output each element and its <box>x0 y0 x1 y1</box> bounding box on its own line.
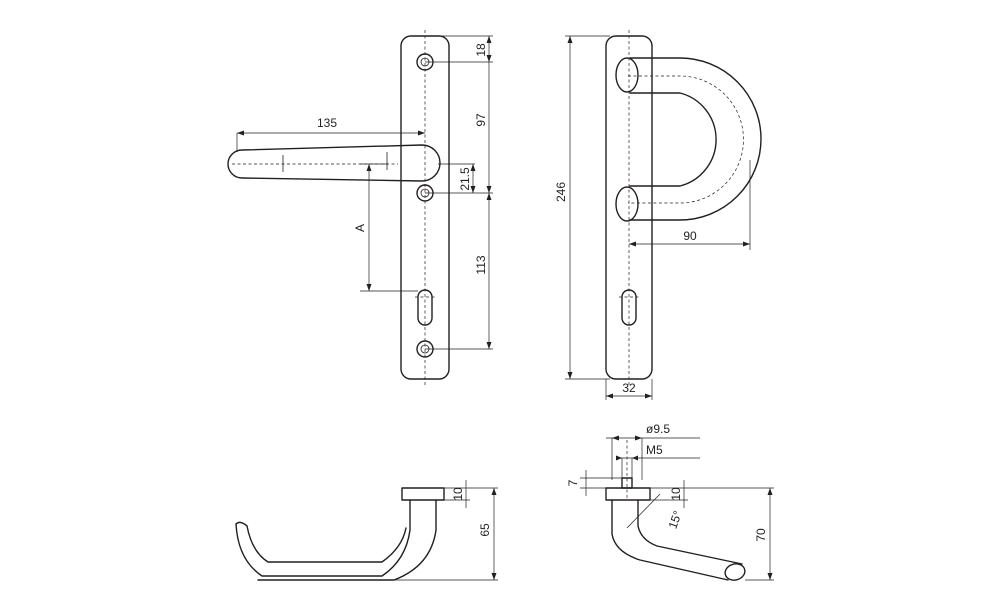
side-view-lever <box>235 480 498 581</box>
dim-97: 97 <box>474 113 488 127</box>
dim-21-5: 21.5 <box>458 167 472 191</box>
dim-angle: 15° <box>666 509 685 531</box>
lever-handle <box>227 144 441 182</box>
dim-10-lever: 10 <box>451 487 465 501</box>
pull-lever-end <box>724 563 746 581</box>
dim-113: 113 <box>474 255 488 274</box>
pull-lever-outer <box>611 499 729 581</box>
front-view-lever <box>227 30 493 385</box>
dim-70: 70 <box>754 528 768 542</box>
lever-rose <box>401 487 445 501</box>
pull-handle-outer <box>629 57 762 221</box>
dim-7: 7 <box>566 479 580 486</box>
lever-side-outer <box>235 499 411 577</box>
dim-diameter: ø9.5 <box>646 422 670 436</box>
dim-135: 135 <box>317 116 337 130</box>
pull-lever-inner <box>637 499 743 565</box>
dim-18: 18 <box>474 43 488 57</box>
dim-m5: M5 <box>646 443 663 457</box>
dim-32: 32 <box>622 381 636 395</box>
pull-cylinder-cutout <box>621 289 637 326</box>
pull-post-top <box>615 57 639 93</box>
cylinder-cutout <box>417 289 433 326</box>
dim-90: 90 <box>683 229 697 243</box>
pull-post-bottom <box>615 186 639 222</box>
pull-handle-inner <box>629 92 717 187</box>
side-view-pull-lever <box>580 435 774 581</box>
dim-10-pull: 10 <box>669 487 683 501</box>
dim-246: 246 <box>554 182 568 202</box>
dimension-labels: 18 97 21.5 113 135 A 246 90 32 10 65 ø9.… <box>317 43 768 542</box>
pull-rose <box>605 487 651 501</box>
dim-65: 65 <box>478 523 492 537</box>
front-view-pull <box>565 30 762 400</box>
spindle-stub <box>621 477 633 489</box>
dim-a: A <box>353 224 367 232</box>
lever-side-inner <box>246 525 407 563</box>
